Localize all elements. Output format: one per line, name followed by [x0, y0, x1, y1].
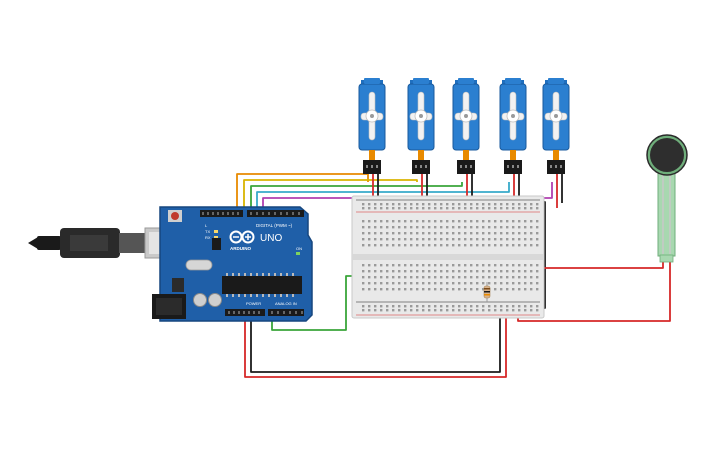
- arduino-logo: [229, 230, 255, 244]
- wire-orange-servo1[interactable]: [236, 173, 369, 215]
- analog-header: [268, 309, 304, 316]
- servo-3[interactable]: [452, 78, 480, 174]
- rx-label: RX: [205, 235, 211, 240]
- wire-yellow-servo2[interactable]: [243, 179, 418, 215]
- l-label: L: [205, 223, 208, 228]
- servo-4[interactable]: [499, 78, 527, 174]
- on-led: [296, 252, 300, 255]
- wire-sensor-red[interactable]: [488, 262, 664, 269]
- usb-cable-icon: [28, 227, 176, 259]
- servo-group: [358, 78, 570, 174]
- wire-green-servo3[interactable]: [250, 182, 463, 215]
- tx-led: [214, 230, 218, 233]
- power-label: POWER: [246, 301, 261, 306]
- breadboard[interactable]: [351, 195, 545, 319]
- digital-header-low: [200, 210, 243, 217]
- on-label: ON: [296, 246, 302, 251]
- force-sensor-icon[interactable]: [646, 134, 688, 263]
- crystal-oscillator: [185, 259, 213, 271]
- arduino-uno-board[interactable]: DIGITAL (PWM ~) TX RX L ARDUINO UNO ON: [152, 206, 313, 322]
- center-channel: [352, 254, 544, 260]
- servo-2[interactable]: [407, 78, 435, 174]
- voltage-regulator: [172, 278, 184, 292]
- servo-5[interactable]: [542, 78, 570, 174]
- wire-power-red[interactable]: [244, 308, 507, 378]
- tx-label: TX: [205, 229, 210, 234]
- icsp-header: [212, 238, 221, 250]
- breadboard-holes: [362, 203, 539, 312]
- digital-label: DIGITAL (PWM ~): [256, 223, 293, 228]
- capacitor-2: [208, 293, 222, 307]
- analog-label: ANALOG IN: [275, 301, 297, 306]
- atmega-chip: [222, 276, 302, 294]
- wire-cyan-servo4[interactable]: [256, 182, 510, 215]
- servo-1[interactable]: [358, 78, 386, 174]
- arduino-brand: ARDUINO: [230, 246, 251, 251]
- resistor-icon[interactable]: [483, 282, 491, 302]
- rx-led: [214, 236, 218, 239]
- arduino-model: UNO: [260, 233, 282, 244]
- capacitor-1: [193, 293, 207, 307]
- wire-ground-black[interactable]: [250, 306, 501, 373]
